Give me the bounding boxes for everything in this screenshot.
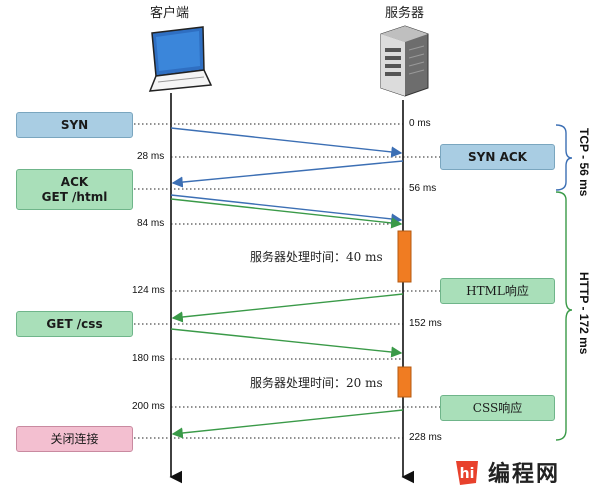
watermark: hi 编程网	[452, 456, 560, 488]
get-html-label: GET /html	[41, 189, 108, 204]
get-html-arrow	[170, 198, 403, 229]
http-brace	[555, 191, 573, 441]
syn-label: SYN	[60, 117, 89, 132]
watermark-logo-text: hi	[460, 466, 475, 482]
syn-ack-box: SYN ACK	[440, 144, 555, 170]
css-response-arrow	[171, 409, 404, 439]
server-icon	[380, 25, 429, 97]
tcp-phase-label: TCP - 56 ms	[577, 128, 591, 197]
get-css-box: GET /css	[16, 311, 133, 337]
get-css-arrow	[170, 328, 403, 358]
css-response-label: CSS响应	[472, 400, 523, 415]
syn-ack-label: SYN ACK	[468, 149, 527, 164]
close-connection-box: 关闭连接	[16, 426, 133, 452]
watermark-logo-icon: hi	[456, 461, 478, 485]
server-time-152: 152 ms	[409, 318, 442, 329]
html-response-box: HTML响应	[440, 278, 555, 304]
http-phase-label: HTTP - 172 ms	[577, 272, 591, 355]
syn-ack-arrow	[171, 160, 404, 188]
processing-note-css: 服务器处理时间：20 ms	[250, 376, 383, 390]
processing-bar-html	[397, 230, 412, 283]
client-time-84: 84 ms	[137, 218, 165, 229]
syn-box: SYN	[16, 112, 133, 138]
html-response-label: HTML响应	[466, 283, 529, 298]
client-time-180: 180 ms	[132, 353, 165, 364]
laptop-icon	[148, 26, 213, 92]
client-time-124: 124 ms	[132, 285, 165, 296]
ack-label: ACK	[60, 174, 89, 189]
get-css-label: GET /css	[46, 316, 103, 331]
html-response-arrow	[171, 293, 404, 323]
server-time-0: 0 ms	[409, 118, 431, 129]
watermark-text: 编程网	[488, 462, 561, 487]
ack-arrow	[170, 194, 403, 225]
server-time-228: 228 ms	[409, 432, 442, 443]
client-time-28: 28 ms	[137, 151, 165, 162]
server-title: 服务器	[385, 6, 425, 21]
server-time-56: 56 ms	[409, 183, 437, 194]
ack-get-html-box: ACK GET /html	[16, 169, 133, 210]
css-response-box: CSS响应	[440, 395, 555, 421]
processing-bar-css	[397, 366, 412, 398]
client-time-200: 200 ms	[132, 401, 165, 412]
syn-arrow	[170, 127, 403, 158]
tcp-brace	[555, 124, 573, 191]
processing-note-html: 服务器处理时间：40 ms	[250, 250, 383, 264]
client-title: 客户端	[150, 6, 190, 21]
close-connection-label: 关闭连接	[50, 431, 99, 446]
